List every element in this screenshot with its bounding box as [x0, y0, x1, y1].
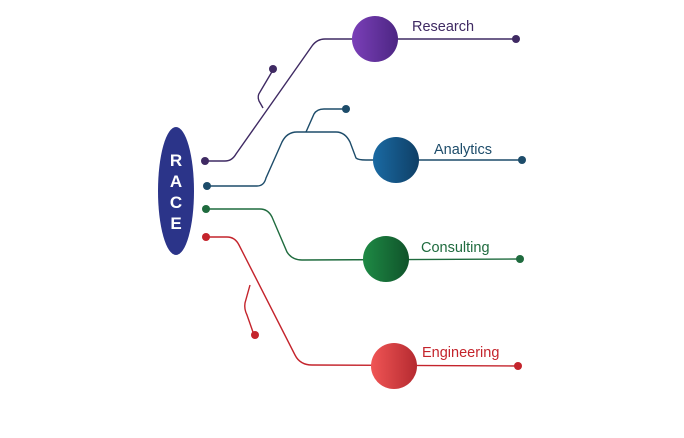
- connector-consulting: [206, 208, 521, 261]
- dot-engineering-end: [514, 362, 522, 370]
- node-research: [352, 16, 398, 62]
- dot-research-spur: [269, 65, 277, 73]
- dot-analytics-start: [203, 182, 211, 190]
- connector-analytics-spur: [305, 108, 345, 133]
- dot-engineering-start: [202, 233, 210, 241]
- hub-letter-c: C: [170, 193, 182, 212]
- label-analytics: Analytics: [434, 142, 492, 158]
- label-consulting: Consulting: [421, 240, 490, 256]
- endpoint-dots: [201, 35, 526, 370]
- hub: R A C E: [158, 127, 194, 255]
- connector-engineering: [206, 236, 519, 367]
- dot-engineering-spur: [251, 331, 259, 339]
- connector-research-spur: [257, 69, 274, 109]
- connector-engineering-spur: [244, 284, 255, 336]
- dot-consulting-start: [202, 205, 210, 213]
- node-engineering: [371, 343, 417, 389]
- hub-letter-e: E: [170, 214, 181, 233]
- branch-engineering: Engineering: [371, 343, 499, 389]
- dot-analytics-spur: [342, 105, 350, 113]
- branch-consulting: Consulting: [363, 236, 490, 282]
- hub-letter-a: A: [170, 172, 182, 191]
- connector-research: [205, 38, 516, 162]
- hub-pill: [158, 127, 194, 255]
- label-engineering: Engineering: [422, 345, 499, 361]
- node-analytics: [373, 137, 419, 183]
- node-consulting: [363, 236, 409, 282]
- hub-letter-r: R: [170, 151, 182, 170]
- connectors: [205, 38, 522, 367]
- dot-research-end: [512, 35, 520, 43]
- dot-consulting-end: [516, 255, 524, 263]
- branch-analytics: Analytics: [373, 137, 492, 183]
- dot-research-start: [201, 157, 209, 165]
- dot-analytics-end: [518, 156, 526, 164]
- label-research: Research: [412, 19, 474, 35]
- branch-research: Research: [352, 16, 474, 62]
- connector-analytics: [207, 131, 522, 187]
